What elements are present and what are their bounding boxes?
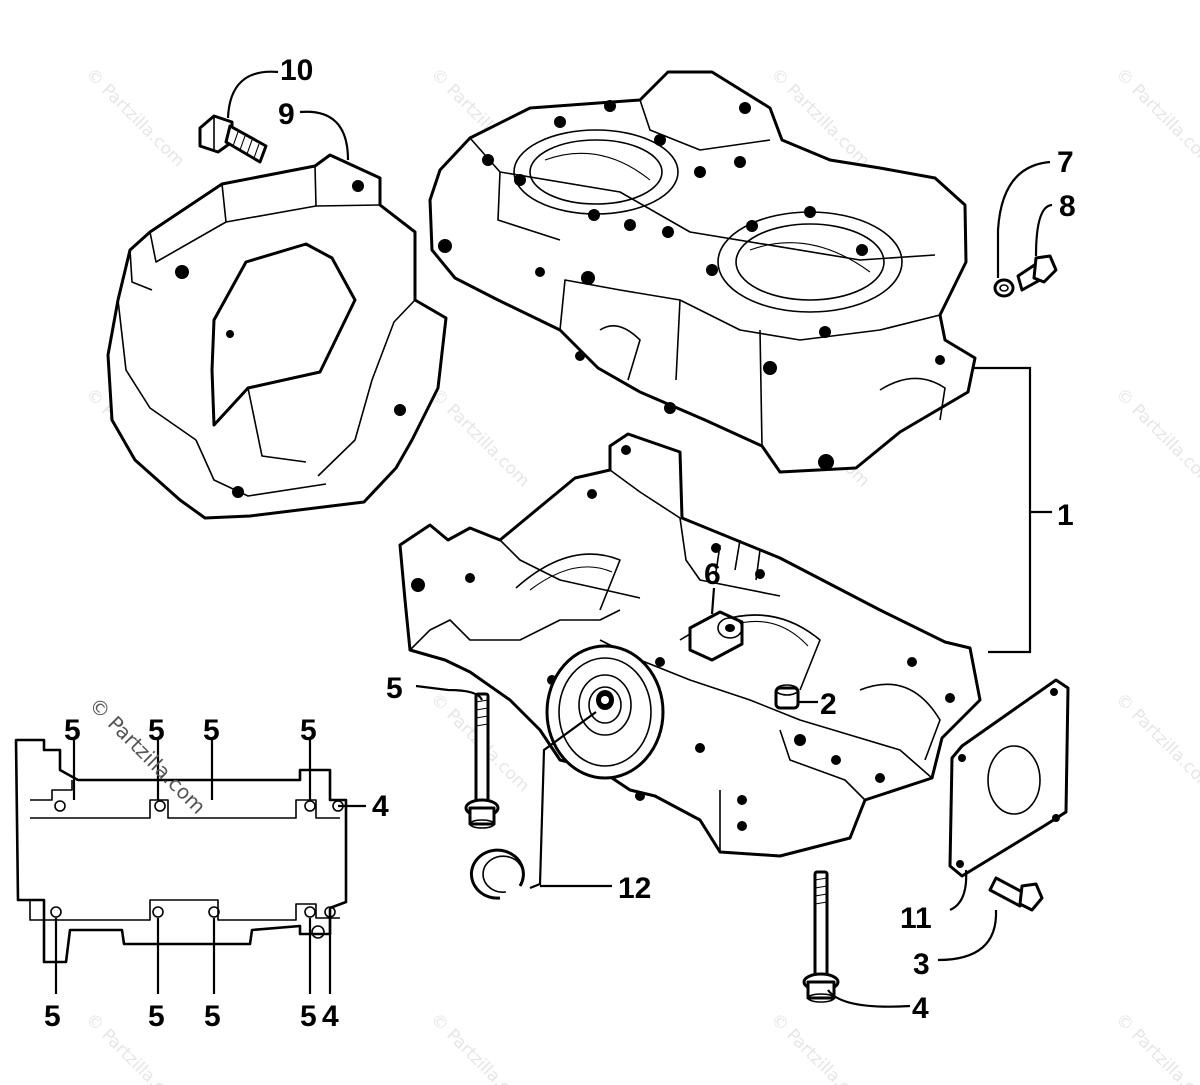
intake-gasket-part-11 — [948, 678, 1070, 878]
dowel-sleeve-part-6 — [688, 610, 744, 662]
callout-labels: 1 2 3 4 4 4 5 5 5 5 5 5 5 5 5 6 7 8 9 10… — [44, 54, 1076, 1033]
watermark-text: © Partzilla.com — [1111, 384, 1200, 491]
watermark-text: © Partzilla.com — [426, 384, 533, 491]
watermark-text: © Partzilla.com — [1111, 64, 1200, 171]
callout-5: 5 — [300, 1000, 317, 1033]
washer-part-7 — [993, 278, 1015, 298]
callout-2: 2 — [820, 688, 837, 721]
dowel-pin-part-2 — [774, 684, 800, 710]
long-bolt-part-4 — [802, 870, 840, 1003]
watermark-text: © Partzilla.com — [1111, 689, 1200, 796]
callout-5: 5 — [300, 714, 317, 747]
watermark-text: © Partzilla.com — [766, 1009, 873, 1085]
drive-housing-part-9 — [106, 153, 448, 520]
plug-screw-part-8 — [1016, 254, 1058, 292]
callout-11: 11 — [900, 902, 932, 935]
callout-5: 5 — [148, 1000, 165, 1033]
callout-5: 5 — [64, 714, 81, 747]
callout-8: 8 — [1059, 190, 1076, 223]
callout-5: 5 — [203, 714, 220, 747]
bearing-seal-housing — [545, 644, 665, 780]
callout-1: 1 — [1057, 499, 1074, 532]
upper-crankcase-part-1 — [428, 70, 977, 474]
callout-4: 4 — [372, 790, 389, 823]
callout-4: 4 — [322, 1000, 339, 1033]
circlip-part-12 — [469, 848, 525, 900]
watermark-text: © Partzilla.com — [81, 64, 188, 171]
callout-4: 4 — [912, 992, 929, 1025]
watermark-text: © Partzilla.com — [81, 1009, 188, 1085]
callout-10: 10 — [280, 54, 313, 87]
callout-12: 12 — [618, 872, 651, 905]
callout-5: 5 — [44, 1000, 61, 1033]
watermark-text: © Partzilla.com — [1111, 1009, 1200, 1085]
bolt-part-10 — [198, 114, 268, 164]
callout-5: 5 — [204, 1000, 221, 1033]
long-bolt-part-5 — [464, 692, 500, 829]
bolt-part-3 — [988, 876, 1044, 912]
watermark-text: © Partzilla.com — [426, 1009, 533, 1085]
callout-3: 3 — [913, 948, 930, 981]
callout-7: 7 — [1057, 146, 1074, 179]
callout-6: 6 — [704, 558, 721, 591]
callout-5: 5 — [148, 714, 165, 747]
callout-5: 5 — [386, 672, 403, 705]
callout-9: 9 — [278, 98, 295, 131]
leader-lines — [54, 70, 1053, 1008]
